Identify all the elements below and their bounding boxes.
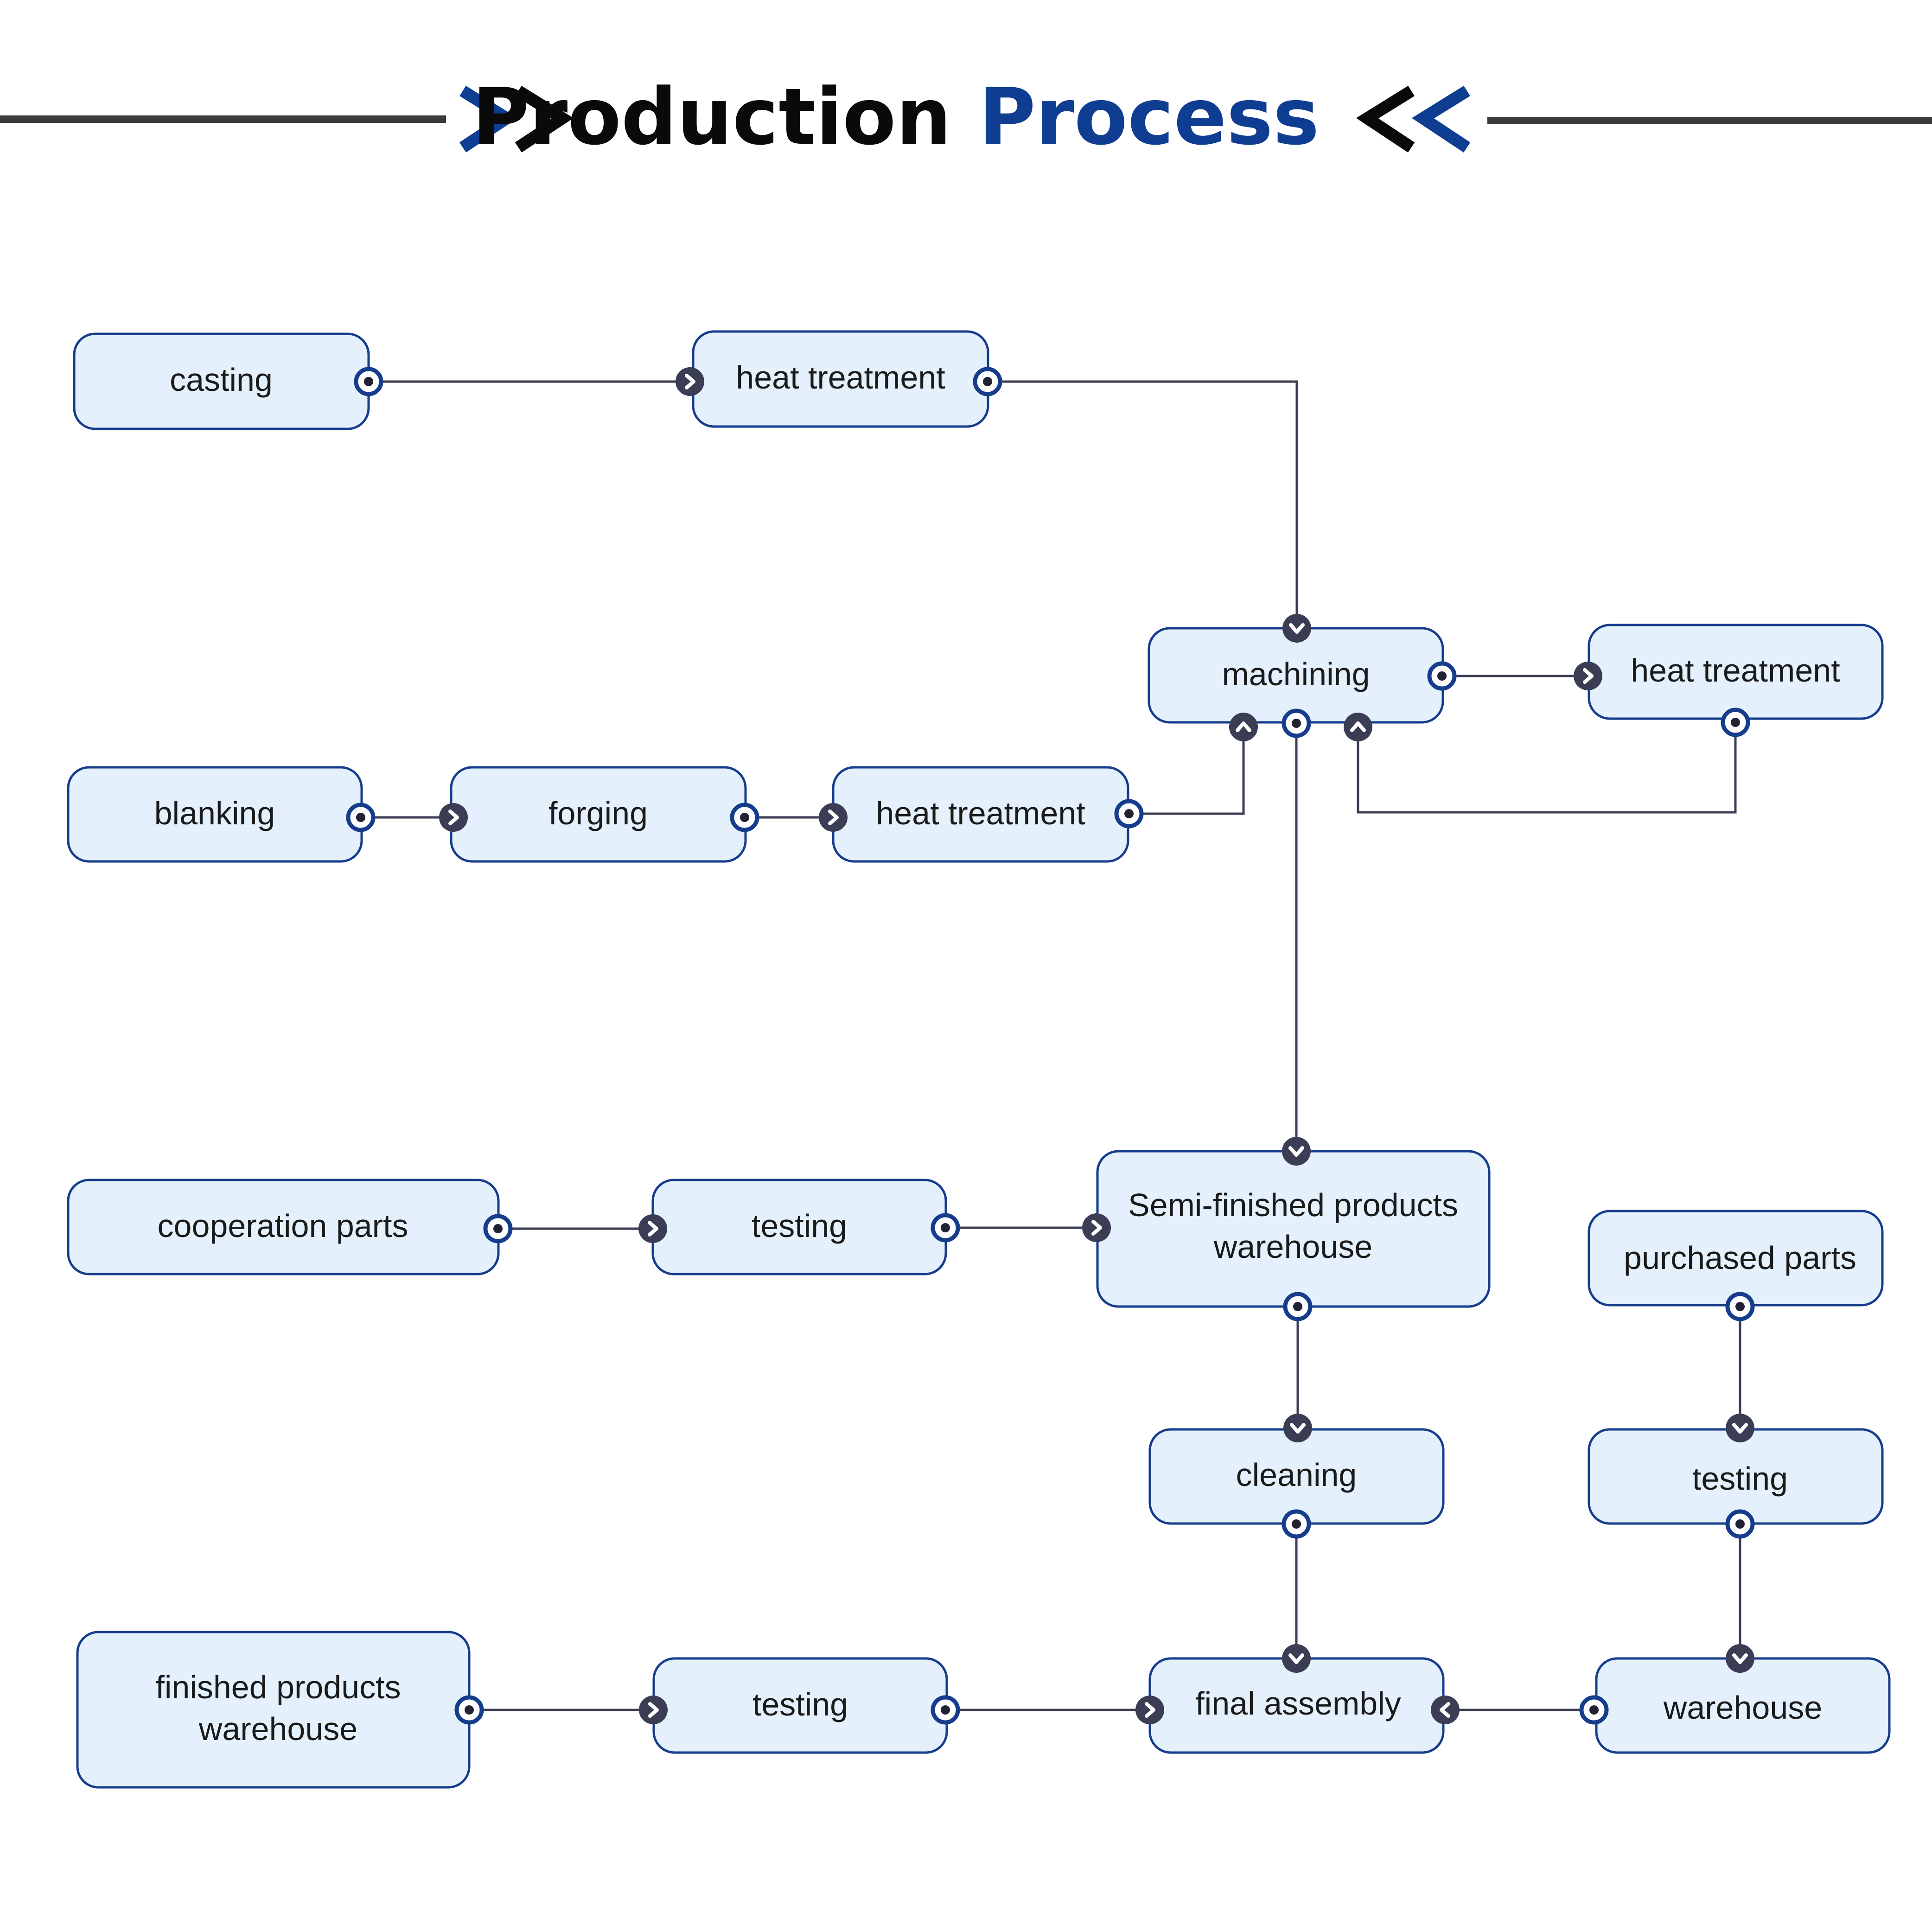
node-label: heat treatment bbox=[1631, 652, 1840, 689]
target-ring-icon[interactable] bbox=[454, 1695, 484, 1725]
chevron-right-icon[interactable] bbox=[676, 367, 704, 396]
node-label-line1: Semi-finished products bbox=[1128, 1187, 1458, 1223]
node-heat-treatment-3[interactable]: heat treatment bbox=[1588, 624, 1884, 720]
title-banner: Production Process bbox=[0, 71, 1932, 162]
node-label: casting bbox=[170, 362, 273, 398]
target-ring-icon[interactable] bbox=[1579, 1695, 1609, 1725]
node-label-line2: warehouse bbox=[1213, 1229, 1372, 1265]
target-ring-icon[interactable] bbox=[1725, 1509, 1755, 1539]
node-forging[interactable]: forging bbox=[450, 766, 747, 863]
target-ring-icon[interactable] bbox=[1114, 799, 1144, 829]
target-ring-icon[interactable] bbox=[730, 803, 759, 832]
target-ring-icon[interactable] bbox=[931, 1695, 960, 1725]
node-finished-products-warehouse[interactable]: finished products warehouse bbox=[76, 1631, 471, 1789]
connector-heat-treatment-return-to-machining bbox=[1357, 722, 1737, 814]
chevron-right-icon[interactable] bbox=[1135, 1696, 1164, 1724]
node-testing-1[interactable]: testing bbox=[651, 1179, 947, 1275]
node-casting[interactable]: casting bbox=[73, 332, 370, 430]
chevron-up-icon[interactable] bbox=[1344, 713, 1372, 741]
node-label: warehouse bbox=[1663, 1690, 1822, 1726]
node-blanking[interactable]: blanking bbox=[67, 766, 363, 863]
node-label-line2: warehouse bbox=[198, 1711, 357, 1747]
chevron-up-icon[interactable] bbox=[1229, 713, 1258, 741]
target-ring-icon[interactable] bbox=[1427, 661, 1457, 691]
target-ring-icon[interactable] bbox=[1282, 1509, 1311, 1539]
target-ring-icon[interactable] bbox=[1721, 708, 1750, 737]
target-ring-icon[interactable] bbox=[483, 1214, 513, 1243]
double-chevron-left-icon bbox=[1356, 85, 1471, 153]
chevron-right-icon[interactable] bbox=[819, 803, 848, 832]
node-label: heat treatment bbox=[736, 359, 945, 395]
node-label: heat treatment bbox=[876, 795, 1085, 831]
node-testing-2[interactable]: testing bbox=[652, 1657, 948, 1754]
chevron-down-icon[interactable] bbox=[1726, 1414, 1754, 1442]
node-cleaning[interactable]: cleaning bbox=[1148, 1428, 1445, 1525]
double-chevron-right-icon bbox=[459, 85, 574, 153]
node-label: final assembly bbox=[1195, 1685, 1401, 1722]
node-label: testing bbox=[752, 1686, 848, 1722]
title-word-production: Production bbox=[472, 71, 951, 162]
connectors bbox=[361, 380, 1741, 1711]
chevron-right-icon[interactable] bbox=[1574, 662, 1602, 690]
chevron-right-icon[interactable] bbox=[639, 1696, 668, 1724]
node-warehouse[interactable]: warehouse bbox=[1595, 1657, 1891, 1754]
node-label: testing bbox=[752, 1208, 847, 1244]
target-ring-icon[interactable] bbox=[1283, 1292, 1313, 1321]
chevron-down-icon[interactable] bbox=[1282, 1644, 1311, 1673]
chevron-left-icon[interactable] bbox=[1431, 1696, 1460, 1724]
node-label: cooperation parts bbox=[158, 1208, 408, 1244]
node-heat-treatment-2[interactable]: heat treatment bbox=[832, 766, 1129, 863]
node-purchased-parts[interactable]: purchased parts bbox=[1588, 1210, 1884, 1307]
page-title: Production Process bbox=[472, 71, 1319, 162]
chevron-down-icon[interactable] bbox=[1726, 1644, 1754, 1673]
node-label: testing bbox=[1692, 1460, 1788, 1497]
connector-heat-treatment-to-machining-2 bbox=[1129, 727, 1245, 815]
chevron-down-icon[interactable] bbox=[1282, 614, 1311, 643]
chevron-right-icon[interactable] bbox=[638, 1214, 667, 1243]
node-label: machining bbox=[1222, 656, 1370, 692]
node-cooperation-parts[interactable]: cooperation parts bbox=[67, 1179, 500, 1275]
target-ring-icon[interactable] bbox=[1725, 1292, 1755, 1321]
node-label: blanking bbox=[154, 795, 275, 831]
title-word-process: Process bbox=[979, 71, 1320, 162]
node-label: cleaning bbox=[1236, 1457, 1357, 1493]
chevron-right-icon[interactable] bbox=[1082, 1213, 1111, 1242]
target-ring-icon[interactable] bbox=[354, 367, 383, 396]
target-ring-icon[interactable] bbox=[973, 367, 1002, 396]
ports bbox=[346, 367, 1755, 1725]
connector-heat-treatment-to-machining bbox=[988, 380, 1298, 628]
node-semi-finished-warehouse[interactable]: Semi-finished products warehouse bbox=[1096, 1150, 1491, 1308]
chevron-down-icon[interactable] bbox=[1283, 1414, 1312, 1442]
node-label: forging bbox=[548, 795, 648, 831]
target-ring-icon[interactable] bbox=[1282, 708, 1311, 738]
node-heat-treatment-1[interactable]: heat treatment bbox=[692, 330, 989, 428]
chevron-down-icon[interactable] bbox=[1282, 1137, 1311, 1166]
chevron-right-icon[interactable] bbox=[439, 803, 468, 832]
target-ring-icon[interactable] bbox=[346, 803, 376, 832]
node-label: purchased parts bbox=[1624, 1240, 1856, 1276]
node-testing-3[interactable]: testing bbox=[1588, 1428, 1884, 1525]
target-ring-icon[interactable] bbox=[931, 1213, 960, 1243]
node-label-line1: finished products bbox=[155, 1669, 401, 1705]
